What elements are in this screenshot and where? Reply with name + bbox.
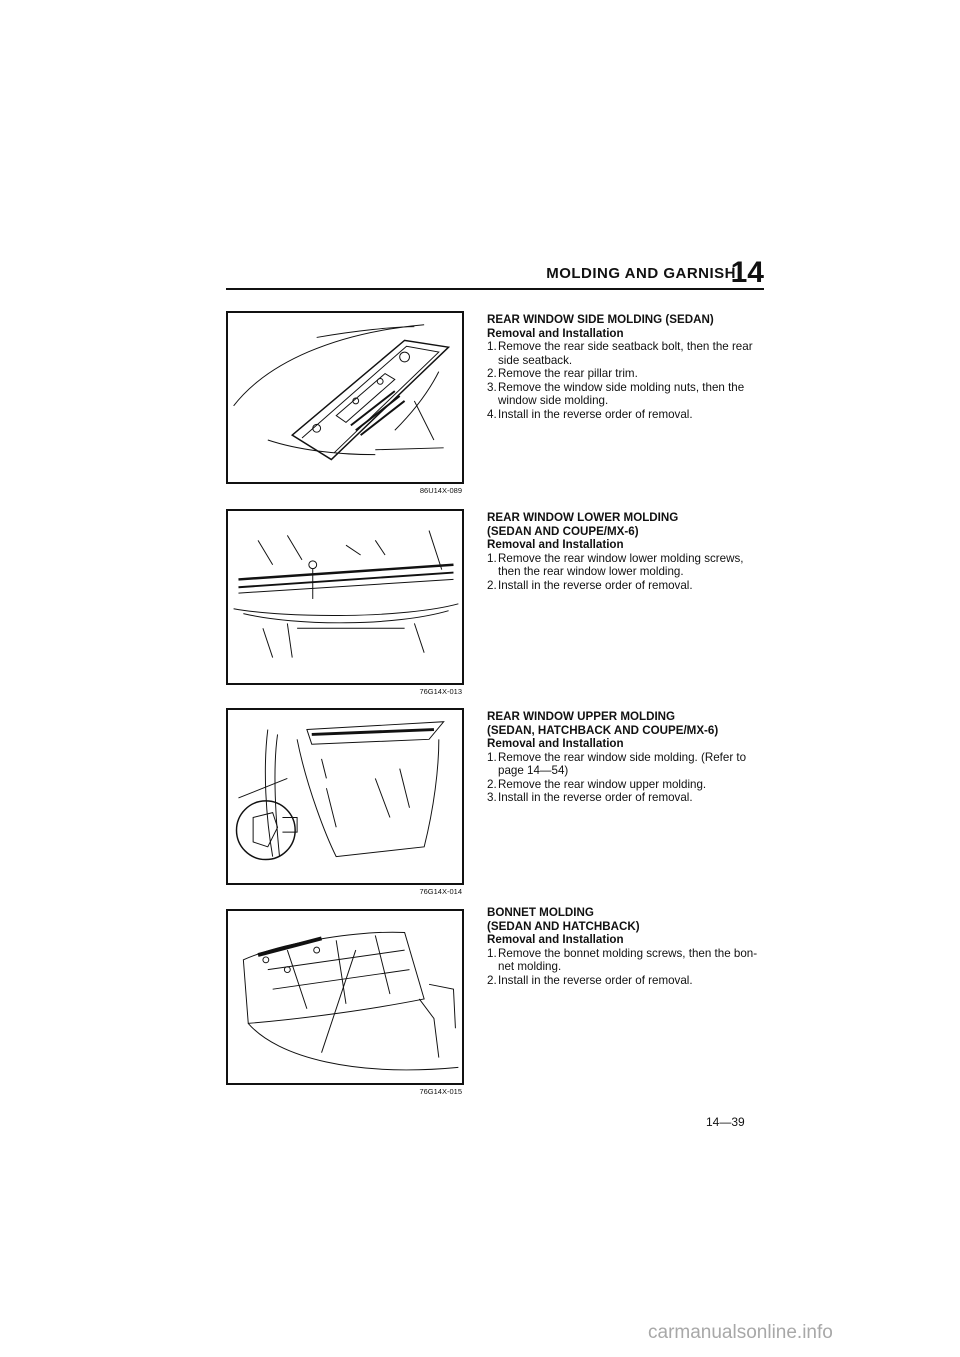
step-number: 3.: [487, 380, 497, 394]
figure-rear-window-upper-molding: 76G14X-014: [226, 708, 464, 896]
section-subtitle: Removal and Installation: [487, 538, 624, 551]
figure-code: 76G14X-013: [419, 687, 462, 696]
figure-rear-window-lower-molding: 76G14X-013: [226, 509, 464, 696]
step-text: Install in the reverse order of removal.: [498, 973, 693, 987]
step: 2. Remove the rear window upper molding.: [487, 778, 767, 792]
step-number: 2.: [487, 578, 497, 592]
step: 1. Remove the rear window side molding. …: [487, 751, 767, 778]
step-text: Remove the window side molding nuts, the…: [498, 380, 745, 408]
step-number: 1.: [487, 750, 497, 764]
section-rear-window-lower-molding: REAR WINDOW LOWER MOLDING (SEDAN AND COU…: [487, 511, 767, 592]
figure-code: 76G14X-014: [419, 887, 462, 896]
rear-window-side-molding-illustration: [233, 324, 451, 461]
step: 2. Install in the reverse order of remov…: [487, 974, 767, 988]
step: 2. Install in the reverse order of remov…: [487, 579, 767, 593]
section-title-variant: (SEDAN AND HATCHBACK): [487, 919, 640, 933]
step-text: Install in the reverse order of removal.: [498, 791, 693, 804]
step-number: 2.: [487, 973, 497, 987]
step: 3. Remove the window side molding nuts, …: [487, 381, 767, 408]
section-rear-window-upper-molding: REAR WINDOW UPPER MOLDING (SEDAN, HATCHB…: [487, 710, 767, 805]
section-title: BONNET MOLDING: [487, 906, 594, 919]
header-title: MOLDING AND GARNISH: [546, 265, 736, 282]
section-subtitle: Removal and Installation: [487, 326, 624, 340]
step: 2. Remove the rear pillar trim.: [487, 367, 767, 381]
step-number: 1.: [487, 946, 497, 960]
bonnet-molding-illustration: [242, 931, 459, 1071]
figure-bonnet-molding: 76G14X-015: [226, 909, 464, 1096]
section-title: REAR WINDOW LOWER MOLDING: [487, 511, 679, 524]
step-number: 2.: [487, 777, 497, 791]
step: 1. Remove the bonnet molding screws, the…: [487, 947, 767, 974]
step: 3. Install in the reverse order of remov…: [487, 791, 767, 805]
page-header: MOLDING AND GARNISH 14: [226, 252, 764, 290]
step-number: 1.: [487, 551, 497, 565]
step-number: 4.: [487, 407, 497, 421]
section-title: REAR WINDOW SIDE MOLDING (SEDAN): [487, 313, 714, 326]
section-subtitle: Removal and Installation: [487, 737, 624, 750]
step-text: Install in the reverse order of removal.: [498, 578, 693, 592]
step-text: Remove the rear window upper molding.: [498, 777, 707, 791]
section-title-variant: (SEDAN AND COUPE/MX-6): [487, 524, 639, 538]
step-number: 1.: [487, 340, 497, 353]
figure-code: 76G14X-015: [419, 1087, 462, 1096]
section-rear-window-side-molding: REAR WINDOW SIDE MOLDING (SEDAN) Removal…: [487, 313, 767, 421]
step: 1. Remove the rear window lower molding …: [487, 552, 767, 579]
figure-rear-window-side-molding: 86U14X-089: [226, 311, 464, 495]
section-title-variant: (SEDAN, HATCHBACK AND COUPE/MX-6): [487, 723, 719, 737]
page-number: 14—39: [706, 1115, 745, 1129]
watermark: carmanualsonline.info: [648, 1322, 833, 1343]
step-text: Remove the bonnet molding screws, then t…: [498, 946, 758, 974]
step-text: Install in the reverse order of removal.: [498, 407, 693, 421]
rear-window-upper-molding-illustration: [235, 721, 445, 861]
chapter-number: 14: [730, 256, 764, 289]
step-number: 3.: [487, 791, 497, 804]
step: 4. Install in the reverse order of remov…: [487, 408, 767, 422]
step-text: Remove the rear window side molding. (Re…: [498, 750, 747, 778]
figure-code: 86U14X-089: [419, 486, 462, 495]
step-number: 2.: [487, 367, 497, 380]
step: 1. Remove the rear side seatback bolt, t…: [487, 340, 767, 367]
section-subtitle: Removal and Installation: [487, 933, 624, 946]
step-text: Remove the rear pillar trim.: [498, 367, 638, 380]
rear-window-lower-molding-illustration: [233, 530, 459, 658]
step-text: Remove the rear side seatback bolt, then…: [498, 340, 753, 367]
section-bonnet-molding: BONNET MOLDING (SEDAN AND HATCHBACK) Rem…: [487, 906, 767, 987]
section-title: REAR WINDOW UPPER MOLDING: [487, 710, 676, 723]
step-text: Remove the rear window lower molding scr…: [498, 551, 744, 579]
